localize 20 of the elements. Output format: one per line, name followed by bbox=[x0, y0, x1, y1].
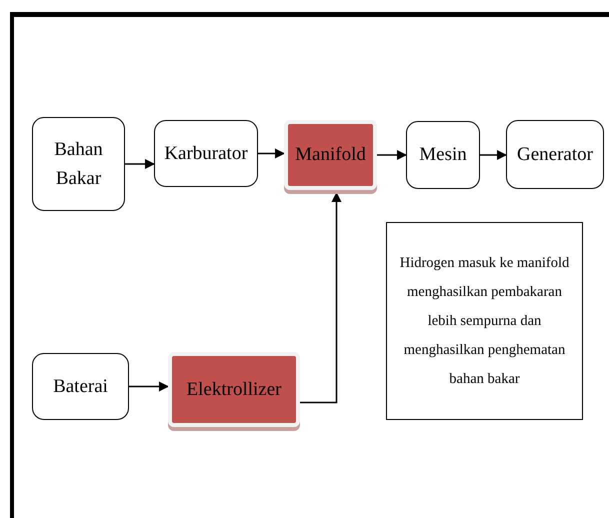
node-label: Manifold bbox=[294, 143, 367, 168]
node-label: Karburator bbox=[163, 142, 249, 166]
arrow bbox=[480, 150, 507, 160]
node-label: Bahan Bakar bbox=[53, 138, 104, 191]
arrow bbox=[258, 148, 285, 158]
node-label: Mesin bbox=[418, 143, 468, 168]
process-box bbox=[506, 120, 604, 189]
node-label: Baterai bbox=[52, 374, 109, 399]
arrow bbox=[300, 192, 342, 404]
process-box bbox=[406, 121, 480, 189]
note-box bbox=[386, 222, 583, 420]
arrow bbox=[129, 382, 169, 392]
node-label: Elektrollizer bbox=[186, 378, 282, 402]
node-label: Hidrogen masuk ke manifold menghasilkan pembakaran lebih sempurna dan menghasilkan penghematan bahan bakar bbox=[398, 254, 570, 388]
arrow bbox=[377, 150, 407, 160]
process-box bbox=[32, 117, 125, 211]
process-box bbox=[32, 353, 129, 420]
node-label: Generator bbox=[516, 142, 594, 167]
process-box bbox=[154, 120, 258, 187]
arrow bbox=[125, 159, 155, 169]
